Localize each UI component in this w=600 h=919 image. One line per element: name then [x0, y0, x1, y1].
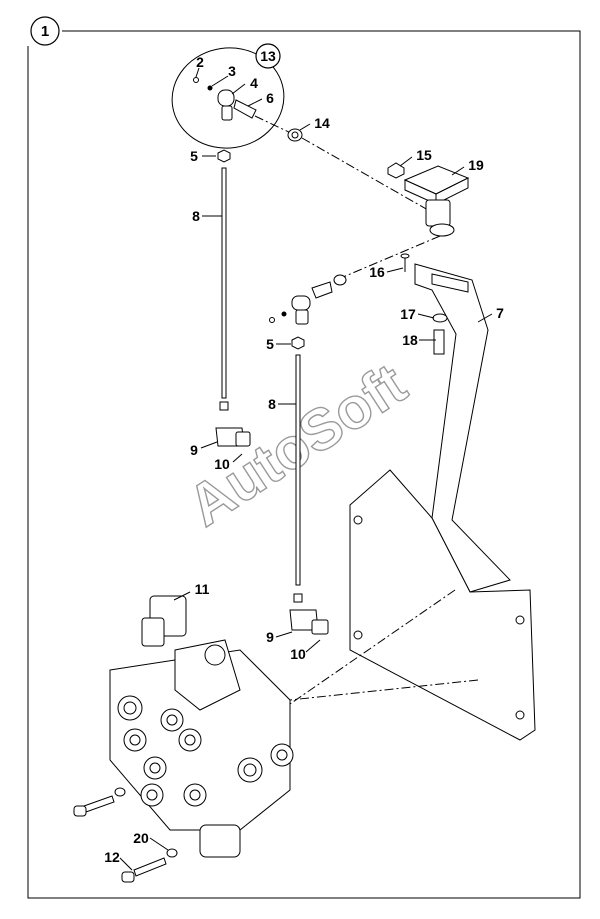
control-rod-right [289, 336, 329, 635]
callout-2: 2 [196, 54, 204, 70]
callout-7: 7 [496, 305, 504, 321]
callout-6: 6 [266, 90, 274, 106]
upper-rod-end-parts [193, 77, 429, 211]
solenoid [141, 595, 187, 647]
callout-labels: 2 3 4 6 14 5 8 15 19 16 7 17 18 5 8 9 10… [104, 54, 504, 865]
hydraulic-valve-block [109, 639, 294, 858]
callout-8-upper: 8 [192, 208, 200, 224]
callout-8-lower: 8 [268, 396, 276, 412]
callout-10-upper: 10 [214, 456, 230, 472]
control-rod-left [215, 149, 251, 447]
callout-19: 19 [468, 157, 484, 173]
subassembly-label: 13 [260, 48, 276, 64]
callout-5-upper: 5 [190, 148, 198, 164]
subassembly-13-outline: 13 [171, 43, 285, 149]
lower-rod-end-parts [269, 235, 441, 325]
callout-5-lower: 5 [266, 336, 274, 352]
callout-12: 12 [104, 849, 120, 865]
figure-number: 1 [41, 23, 49, 40]
pedal-lever-and-plate [349, 263, 536, 741]
leader-lines [119, 67, 493, 871]
callout-14: 14 [314, 115, 330, 131]
callout-4: 4 [250, 75, 258, 91]
callout-11: 11 [195, 581, 210, 597]
callout-16: 16 [369, 264, 385, 280]
mount-line-upper [289, 679, 479, 701]
callout-18: 18 [402, 332, 418, 348]
pedal-mount-bracket [387, 162, 470, 237]
diagram-frame: 1 [27, 16, 581, 899]
callout-9-upper: 9 [190, 442, 198, 458]
mounting-bolts [73, 787, 178, 883]
callout-10-lower: 10 [290, 646, 306, 662]
callout-9-lower: 9 [266, 629, 274, 645]
callout-3: 3 [228, 63, 236, 79]
callout-17: 17 [400, 306, 416, 322]
callout-20: 20 [133, 830, 149, 846]
callout-15: 15 [416, 147, 432, 163]
